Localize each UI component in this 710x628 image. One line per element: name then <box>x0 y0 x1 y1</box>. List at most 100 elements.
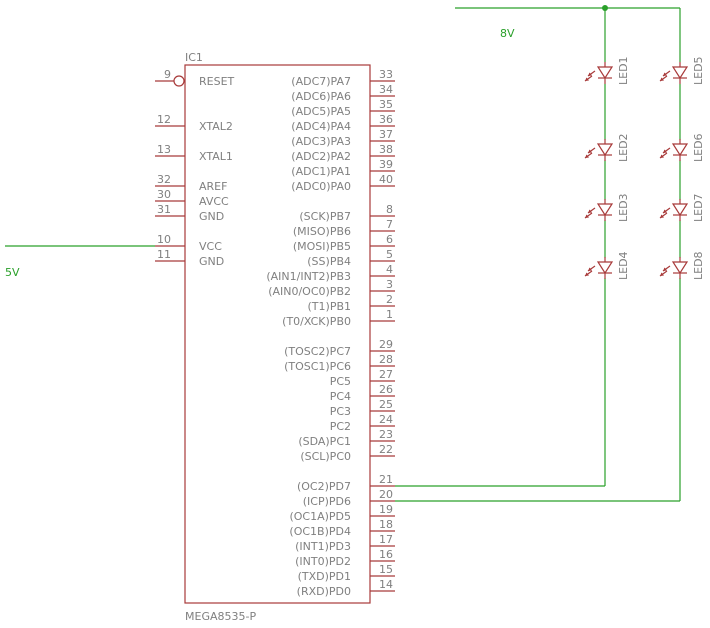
pin-label: (OC1B)PD4 <box>289 525 351 538</box>
pin-label: (ADC0)PA0 <box>291 180 351 193</box>
led-6: LED6 <box>659 133 705 162</box>
pin-label: (SDA)PC1 <box>298 435 351 448</box>
pin-number: 24 <box>379 413 393 426</box>
pin-number: 1 <box>386 308 393 321</box>
pin-number: 13 <box>157 143 171 156</box>
led-arrow-head <box>588 267 592 271</box>
led-5: LED5 <box>659 56 705 85</box>
right-pin-38: 38(ADC2)PA2 <box>291 143 395 163</box>
pin-number: 39 <box>379 158 393 171</box>
pin-label: (OC2)PD7 <box>297 480 351 493</box>
led-arrow-head <box>660 154 664 158</box>
led-arrow-head <box>663 72 667 76</box>
pin-label: PC3 <box>330 405 351 418</box>
right-pin-34: 34(ADC6)PA6 <box>291 83 395 103</box>
led-arrow-head <box>660 272 664 276</box>
led-label: LED7 <box>692 193 705 222</box>
led-diode-triangle <box>671 203 689 217</box>
led-diode-triangle <box>671 143 689 157</box>
pin-number: 6 <box>386 233 393 246</box>
led-arrow-head <box>660 214 664 218</box>
pin-number: 10 <box>157 233 171 246</box>
pin-label: XTAL2 <box>199 120 233 133</box>
pin-number: 30 <box>157 188 171 201</box>
pin-number: 2 <box>386 293 393 306</box>
right-pin-4: 4 (AIN1/INT2)PB3 <box>266 263 395 283</box>
led-arrow-head <box>585 77 589 81</box>
pin-label: (T1)PB1 <box>308 300 351 313</box>
pin-number: 29 <box>379 338 393 351</box>
pin-number: 21 <box>379 473 393 486</box>
pin-label: XTAL1 <box>199 150 233 163</box>
ic-body <box>184 64 371 604</box>
pin-number: 18 <box>379 518 393 531</box>
led-diode-triangle <box>596 261 614 275</box>
pin-label: (ADC2)PA2 <box>291 150 351 163</box>
pin-label: (TXD)PD1 <box>298 570 351 583</box>
pin-label: RESET <box>199 75 235 88</box>
right-pin-33: 33(ADC7)PA7 <box>291 68 395 88</box>
right-pin-7: 7(MISO)PB6 <box>293 218 395 238</box>
right-pin-8: 8 (SCK)PB7 <box>299 203 395 223</box>
pin-label: GND <box>199 210 224 223</box>
net-label-8v: 8V <box>500 27 515 40</box>
led-arrow-head <box>660 77 664 81</box>
pin-number: 19 <box>379 503 393 516</box>
pin-number: 36 <box>379 113 393 126</box>
pin-label: PC5 <box>330 375 351 388</box>
pin-label: PC4 <box>330 390 351 403</box>
pin-number: 17 <box>379 533 393 546</box>
led-arrow-head <box>588 149 592 153</box>
pin-number: 23 <box>379 428 393 441</box>
pin-label: (ADC4)PA4 <box>291 120 351 133</box>
right-pin-19: 19(OC1A)PD5 <box>289 503 395 523</box>
led-arrow-head <box>588 72 592 76</box>
pin-number: 31 <box>157 203 171 216</box>
pin-label: VCC <box>199 240 222 253</box>
right-pin-36: 36 (ADC4)PA4 <box>291 113 395 133</box>
led-label: LED2 <box>617 133 630 162</box>
ic-ref-label: IC1 <box>185 51 203 64</box>
pin-number: 4 <box>386 263 393 276</box>
right-pin-28: 28(TOSC1)PC6 <box>284 353 395 373</box>
pin-number: 34 <box>379 83 393 96</box>
pin-label: AREF <box>199 180 227 193</box>
pin-number: 40 <box>379 173 393 186</box>
pin-number: 14 <box>379 578 393 591</box>
pin-label: (TOSC2)PC7 <box>284 345 351 358</box>
led-diode-triangle <box>671 66 689 80</box>
right-pin-22: 22(SCL)PC0 <box>300 443 395 463</box>
pin-number: 27 <box>379 368 393 381</box>
pin-label: AVCC <box>199 195 229 208</box>
pin-label: (AIN1/INT2)PB3 <box>266 270 351 283</box>
pin-label: (MOSI)PB5 <box>293 240 351 253</box>
led-1: LED1 <box>584 56 630 85</box>
led-diode-triangle <box>596 203 614 217</box>
pin-label: (RXD)PD0 <box>297 585 351 598</box>
pin-number: 22 <box>379 443 393 456</box>
right-pin-17: 17(INT1)PD3 <box>295 533 395 553</box>
led-label: LED5 <box>692 56 705 85</box>
led-arrow-head <box>588 209 592 213</box>
led-arrow-head <box>663 209 667 213</box>
right-pin-37: 37(ADC3)PA3 <box>291 128 395 148</box>
pin-number: 33 <box>379 68 393 81</box>
led-diode-triangle <box>671 261 689 275</box>
pin-label: (SCK)PB7 <box>299 210 351 223</box>
right-pin-15: 15(TXD)PD1 <box>298 563 395 583</box>
right-pin-3: 3(AIN0/OC0)PB2 <box>268 278 395 298</box>
pin-number: 28 <box>379 353 393 366</box>
pin-number: 25 <box>379 398 393 411</box>
right-pin-23: 23 (SDA)PC1 <box>298 428 395 448</box>
led-label: LED3 <box>617 193 630 222</box>
led-arrow-head <box>585 214 589 218</box>
inverted-pin-bubble <box>173 75 185 87</box>
pin-number: 8 <box>386 203 393 216</box>
led-4: LED4 <box>584 251 630 280</box>
pin-label: (ADC1)PA1 <box>291 165 351 178</box>
